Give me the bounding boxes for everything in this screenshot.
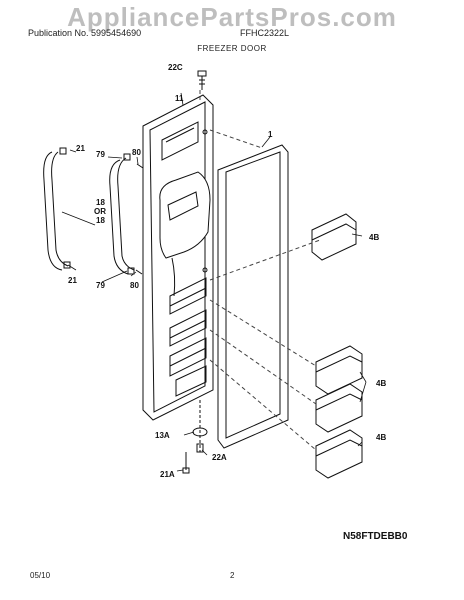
callout-22c: 22C (168, 63, 183, 72)
diagram-code: N58FTDEBB0 (343, 531, 408, 542)
callout-79-bottom: 79 (96, 281, 105, 290)
door-bin (315, 345, 363, 395)
callout-80-top: 80 (132, 148, 141, 157)
page-number: 2 (230, 571, 235, 580)
door-bin (311, 213, 357, 261)
publication-number: Publication No. 5995454690 (28, 28, 142, 38)
door-panel (142, 94, 214, 421)
callout-13a: 13A (155, 431, 170, 440)
door-gasket (217, 144, 289, 449)
callout-or: OR (94, 207, 106, 216)
alignment-lines (199, 90, 321, 451)
callout-18-alt: 18 (96, 216, 105, 225)
hinge-bushing (182, 400, 208, 474)
callout-4b-1: 4B (369, 233, 379, 242)
model-number: FFHC2322L (240, 28, 290, 38)
callout-1: 1 (268, 130, 273, 139)
callout-4b-3: 4B (376, 433, 386, 442)
callout-21a: 21A (160, 470, 175, 479)
callout-21-bottom: 21 (68, 276, 77, 285)
callout-22a: 22A (212, 453, 227, 462)
watermark: AppliancePartsPros.com (67, 2, 397, 32)
footer-date: 05/10 (30, 571, 51, 580)
door-handle (43, 147, 135, 275)
callout-11: 11 (175, 94, 184, 103)
callout-79-top: 79 (96, 150, 105, 159)
leader-lines (61, 92, 367, 472)
callout-21-top: 21 (76, 144, 85, 153)
section-title: FREEZER DOOR (197, 44, 267, 53)
door-bin (315, 383, 363, 433)
screw-22c (197, 70, 207, 90)
callout-18: 18 (96, 198, 105, 207)
callout-80-bottom: 80 (130, 281, 139, 290)
callout-4b-2: 4B (376, 379, 386, 388)
door-bin (315, 429, 363, 479)
screw-80 (135, 163, 144, 275)
